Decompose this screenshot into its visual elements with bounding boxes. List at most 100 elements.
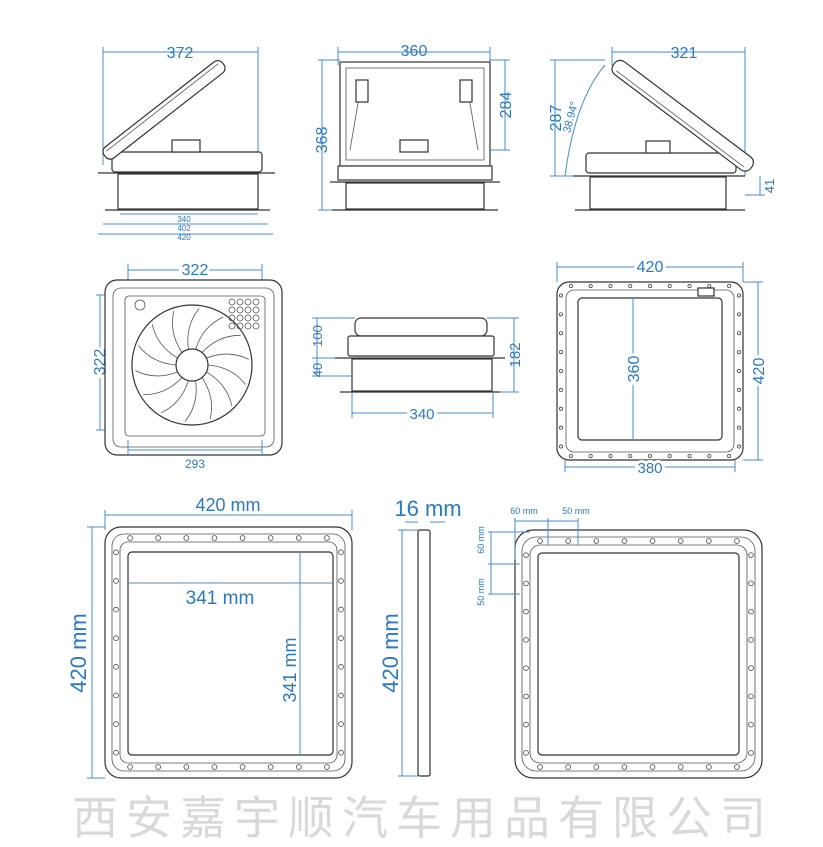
mounting-hole — [608, 283, 613, 288]
dim-420-right: 420 — [751, 358, 768, 385]
mounting-hole — [523, 693, 529, 700]
dim-321: 321 — [671, 45, 698, 62]
mounting-hole — [667, 283, 672, 288]
fan-blade — [172, 310, 183, 353]
mounting-hole — [296, 535, 302, 541]
mounting-hole — [707, 283, 712, 288]
mounting-hole — [649, 764, 656, 770]
mounting-hole — [727, 453, 732, 458]
fan-blade — [201, 334, 241, 353]
mounting-hole — [687, 283, 692, 288]
vent-hole — [244, 322, 252, 330]
mounting-hole — [127, 764, 133, 770]
mounting-hole — [324, 535, 330, 541]
mounting-hole — [338, 578, 344, 584]
fan-blade — [160, 380, 189, 414]
mounting-hole — [113, 606, 119, 613]
mounting-hole — [338, 549, 344, 556]
vent-hole — [236, 314, 244, 322]
mounting-hole — [748, 721, 754, 728]
mounting-hole — [748, 750, 754, 756]
dim-360: 360 — [401, 43, 428, 60]
vent-hole — [244, 306, 252, 314]
mounting-hole — [183, 535, 190, 541]
mounting-hole — [734, 764, 740, 770]
mounting-hole — [155, 764, 161, 770]
mounting-hole — [559, 293, 564, 298]
mounting-hole — [687, 453, 692, 458]
dim-293: 293 — [185, 457, 205, 471]
dim-16mm: 16 mm — [394, 496, 461, 521]
fan-blade — [195, 316, 224, 350]
mounting-hole — [559, 387, 564, 392]
mounting-hole — [113, 635, 119, 641]
vent-hole — [252, 306, 260, 314]
trim-side-view: 16 mm 420 mm — [378, 496, 462, 777]
mounting-hole — [338, 664, 344, 670]
mounting-hole — [677, 538, 684, 544]
mounting-hole — [537, 764, 543, 770]
mounting-hole — [559, 350, 564, 355]
mounting-hole — [621, 764, 628, 770]
dim-100: 100 — [310, 325, 325, 347]
dim-60mm-v: 60 mm — [476, 526, 486, 554]
mounting-hole — [648, 283, 653, 288]
mounting-hole — [593, 764, 600, 770]
fan-blade — [206, 353, 249, 360]
dim-380: 380 — [637, 460, 662, 477]
mounting-hole — [523, 552, 529, 558]
mounting-hole — [338, 635, 344, 641]
mounting-hole — [706, 764, 712, 770]
hole-spacing-view: 60 mm 50 mm 60 mm 50 mm — [476, 506, 763, 779]
mounting-hole — [565, 538, 571, 544]
mounting-hole — [677, 764, 684, 770]
mounting-hole — [737, 293, 742, 298]
mounting-hole — [324, 764, 330, 770]
mounting-hole — [648, 453, 653, 458]
mounting-hole — [667, 453, 672, 458]
mounting-hole — [155, 535, 161, 541]
mounting-hole — [748, 665, 754, 671]
vent-hole — [228, 314, 236, 322]
dim-50mm-v: 50 mm — [476, 578, 486, 606]
mounting-hole — [211, 764, 218, 770]
dim-341mm-w: 341 mm — [186, 588, 255, 609]
mounting-hole — [737, 406, 742, 411]
vent-hole — [252, 314, 260, 322]
mounting-hole — [737, 331, 742, 336]
dim-372: 372 — [167, 45, 194, 62]
mounting-hole — [628, 453, 633, 458]
mounting-hole — [559, 312, 564, 317]
mounting-hole — [568, 283, 573, 288]
vent-hole — [236, 298, 244, 306]
mounting-hole — [113, 549, 119, 556]
vent-hole — [236, 306, 244, 314]
dim-284: 284 — [498, 92, 515, 119]
mounting-hole — [748, 580, 754, 587]
dim-341mm-h: 341 mm — [280, 637, 300, 702]
mounting-hole — [737, 425, 742, 430]
front-open-view: 360 368 284 — [314, 43, 515, 211]
mounting-hole — [523, 637, 529, 643]
dim-322-w: 322 — [182, 262, 209, 279]
mounting-hole — [748, 608, 754, 615]
mounting-hole — [748, 552, 754, 558]
mounting-hole — [523, 750, 529, 756]
side-profile-view: 321 287 38.94° 41 — [548, 45, 777, 211]
vent-hole — [244, 314, 252, 322]
dim-182: 182 — [507, 342, 524, 367]
vent-hole — [244, 298, 252, 306]
fan-blade — [135, 370, 178, 377]
fan-icon — [131, 304, 253, 426]
dim-287: 287 — [548, 105, 565, 132]
fan-blade — [143, 377, 183, 396]
mounting-hole — [727, 283, 732, 288]
dim-420mm-h: 420 mm — [66, 613, 91, 692]
mounting-hole — [113, 692, 119, 699]
mounting-hole — [183, 764, 190, 770]
mounting-hole — [737, 312, 742, 317]
dim-420mm-side: 420 mm — [378, 613, 403, 692]
mounting-hole — [559, 406, 564, 411]
mounting-hole — [338, 749, 344, 756]
